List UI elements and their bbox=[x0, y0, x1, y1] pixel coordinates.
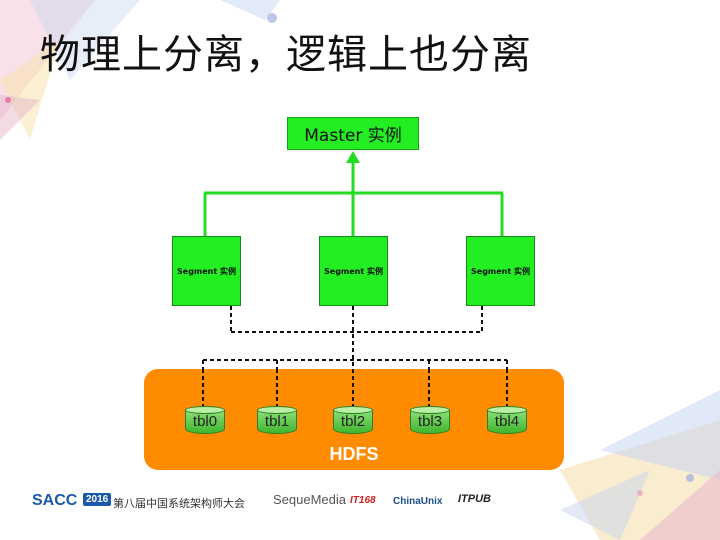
hdfs-label-row: HDFS bbox=[0, 444, 720, 465]
segment-instance-node: Segment 实例 bbox=[466, 236, 535, 306]
it168-logo: IT168 bbox=[350, 495, 376, 506]
table-label: tbl3 bbox=[417, 413, 443, 430]
table-label: tbl4 bbox=[494, 413, 520, 430]
table-label: tbl0 bbox=[192, 413, 218, 430]
table-cylinder: tbl4 bbox=[487, 406, 527, 436]
sequemedia-logo: SequeMedia bbox=[273, 492, 346, 507]
segment-instance-node: Segment 实例 bbox=[319, 236, 388, 306]
sacc-year-badge: 2016 bbox=[83, 493, 112, 506]
slide-title: 物理上分离，逻辑上也分离 bbox=[40, 32, 532, 78]
segment-master-links bbox=[203, 162, 504, 236]
table-cylinder: tbl2 bbox=[333, 406, 373, 436]
itpub-logo: ITPUB bbox=[458, 493, 491, 505]
table-cylinder: tbl1 bbox=[257, 406, 297, 436]
sacc-logo: SACC bbox=[32, 492, 78, 509]
conference-name: 第八届中国系统架构师大会 bbox=[113, 497, 245, 510]
table-label: tbl1 bbox=[264, 413, 290, 430]
chinaunix-logo: ChinaUnix bbox=[393, 496, 443, 507]
table-cylinder: tbl0 bbox=[185, 406, 225, 436]
hdfs-label: HDFS bbox=[329, 444, 379, 464]
table-cylinder: tbl3 bbox=[410, 406, 450, 436]
segment-instance-node: Segment 实例 bbox=[172, 236, 241, 306]
master-instance-node: Master 实例 bbox=[287, 117, 419, 150]
table-label: tbl2 bbox=[340, 413, 366, 430]
arrow-head-icon bbox=[346, 151, 360, 163]
